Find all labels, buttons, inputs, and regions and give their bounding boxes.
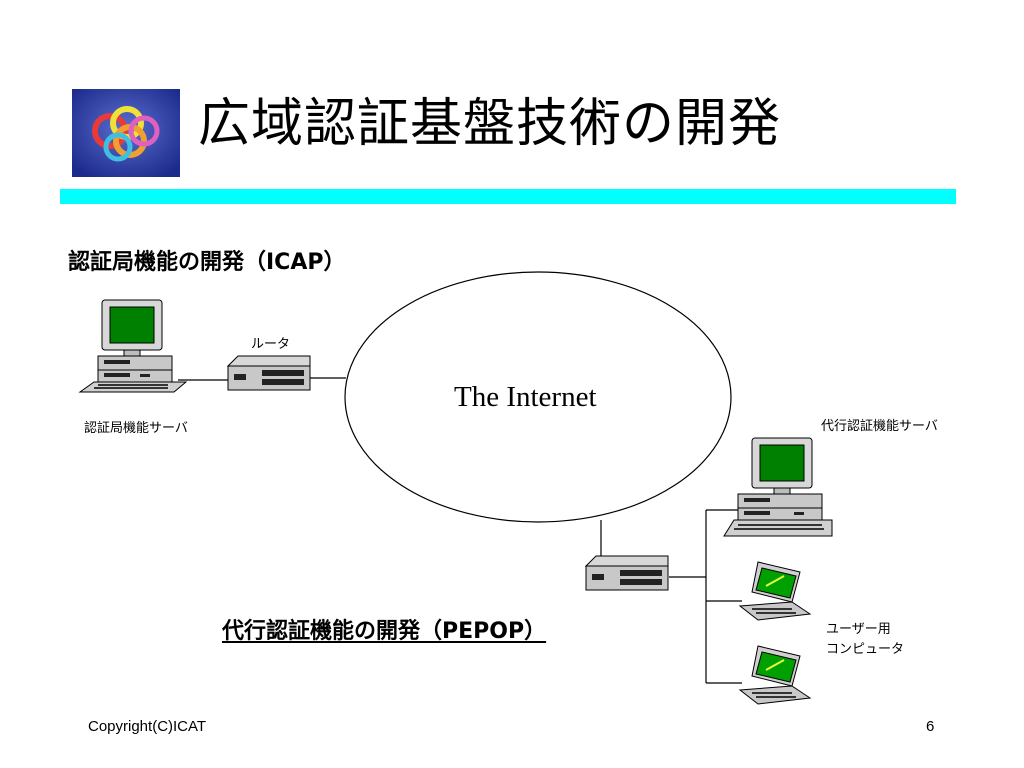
- ca-server-computer-icon: [78, 299, 188, 393]
- pepop-section-heading: 代行認証機能の開発（PEPOP）: [222, 619, 547, 644]
- proxy-server-label: 代行認証機能サーバ: [821, 419, 938, 434]
- internet-cloud: [344, 271, 732, 523]
- ca-server-label: 認証局機能サーバ: [84, 421, 188, 436]
- user-laptop-icon: [738, 645, 812, 705]
- page-number: 6: [926, 718, 935, 735]
- footer-copyright: Copyright(C)ICAT: [88, 718, 207, 735]
- icap-section-heading: 認証局機能の開発（ICAP）: [68, 250, 346, 275]
- user-computer-label-line2: コンピュータ: [826, 642, 905, 657]
- user-computer-label-line1: ユーザー用: [826, 622, 891, 637]
- icat-logo: [72, 89, 180, 177]
- user-computer-label: ユーザー用 コンピュータ: [826, 620, 904, 660]
- proxy-server-computer-icon: [723, 437, 833, 537]
- slide-title: 広域認証基盤技術の開発: [198, 94, 782, 154]
- user-laptop-icon: [738, 561, 812, 621]
- title-underline-bar: [60, 189, 956, 204]
- router-icon: [226, 355, 311, 391]
- internet-label: The Internet: [454, 381, 597, 413]
- router-icon: [584, 555, 669, 591]
- router-label: ルータ: [251, 337, 291, 352]
